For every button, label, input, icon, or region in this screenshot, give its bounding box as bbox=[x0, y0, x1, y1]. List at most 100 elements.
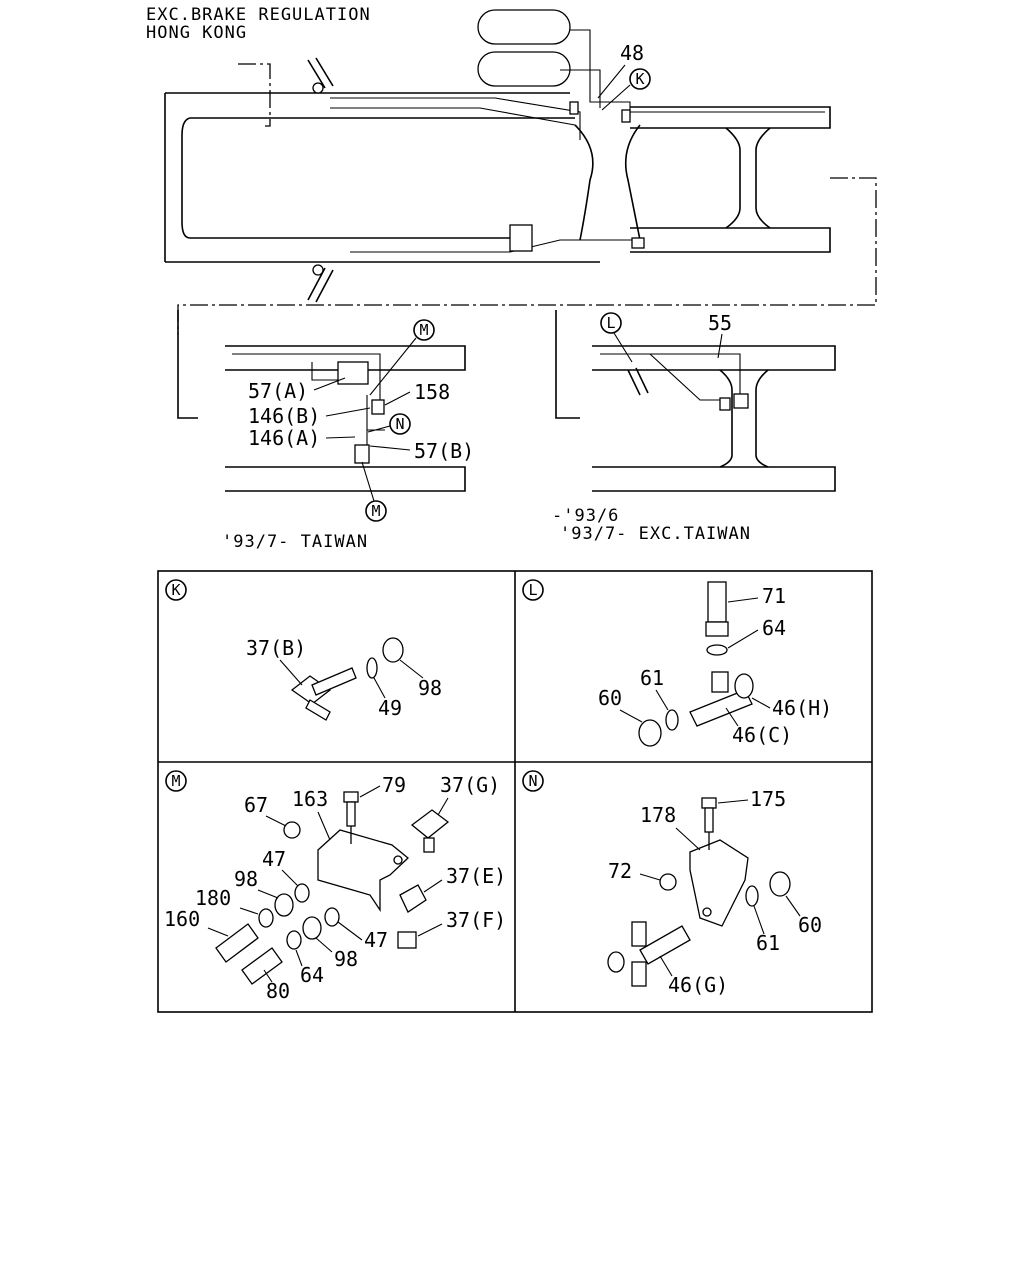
caption-exc-line1: -'93/6 bbox=[552, 506, 619, 526]
header-line2: HONG KONG bbox=[146, 23, 247, 43]
callout-m-79: 79 bbox=[382, 773, 406, 797]
leader-m-64 bbox=[295, 949, 303, 967]
ref-circle-m-top bbox=[413, 319, 435, 341]
inset-taiwan: 57(A) 158 146(B) 146(A) 57(B) M N M '93/… bbox=[177, 310, 474, 552]
brake-pipe-2 bbox=[330, 107, 576, 126]
washer-61 bbox=[745, 885, 759, 907]
leader-m-bottom bbox=[361, 461, 375, 502]
callout-m-37f: 37(F) bbox=[446, 908, 506, 932]
nut-98-bottom bbox=[302, 916, 322, 940]
leader-l-60 bbox=[619, 709, 643, 723]
elbow-thread bbox=[311, 667, 357, 696]
leader-k bbox=[601, 84, 631, 111]
ref-l: L bbox=[606, 314, 615, 332]
leader-m-37e bbox=[423, 879, 443, 893]
bolt-79-shank bbox=[346, 801, 356, 827]
inset-exc-taiwan: L 55 -'93/6 '93/7- EXC.TAIWAN bbox=[552, 310, 836, 544]
callout-m-47-bottom: 47 bbox=[364, 928, 388, 952]
washer-47-bottom bbox=[324, 907, 340, 927]
callout-n-72: 72 bbox=[608, 859, 632, 883]
nut-60 bbox=[638, 719, 662, 747]
detail-m: M 79 163 67 37(G) 47 98 180 160 bbox=[164, 770, 506, 1003]
fitting-37f bbox=[397, 931, 417, 949]
washer-64 bbox=[286, 930, 302, 950]
leader-n-46g bbox=[659, 955, 673, 977]
ref-l-detail: L bbox=[528, 581, 537, 599]
fitting-37e bbox=[399, 884, 427, 913]
inset-exc-fitting bbox=[719, 397, 731, 411]
callout-l-64: 64 bbox=[762, 616, 786, 640]
nut-98 bbox=[382, 637, 404, 663]
callout-m-47-top: 47 bbox=[262, 847, 286, 871]
ref-m-top: M bbox=[419, 321, 428, 339]
inset-taiwan-bracket bbox=[177, 310, 198, 419]
inset-exc-valve bbox=[733, 393, 749, 409]
detail-n: N 175 178 72 61 60 46(G) bbox=[522, 770, 822, 997]
callout-n-46g: 46(G) bbox=[668, 973, 728, 997]
crossmember-right bbox=[624, 124, 641, 241]
ref-circle-k-detail bbox=[165, 579, 187, 601]
leader-m-79 bbox=[359, 785, 381, 798]
inset-taiwan-bracket-a bbox=[337, 361, 369, 385]
leader-m-160 bbox=[207, 927, 229, 937]
leader-l-46c bbox=[725, 707, 739, 727]
nut-60 bbox=[769, 871, 791, 897]
ref-k-detail: K bbox=[171, 581, 180, 599]
tee-46g-top bbox=[631, 921, 647, 947]
callout-n-178: 178 bbox=[640, 803, 676, 827]
callout-m-64: 64 bbox=[300, 963, 324, 987]
union-46h bbox=[734, 673, 754, 699]
bolt-175-shank bbox=[704, 807, 714, 833]
inset-exc-rail-bottom bbox=[592, 466, 836, 492]
leader-k-37b bbox=[279, 659, 303, 686]
leader-n-175 bbox=[717, 799, 749, 804]
elbow-nipple bbox=[305, 699, 331, 721]
leader-n-72 bbox=[639, 873, 661, 881]
ref-circle-m-bottom bbox=[365, 500, 387, 522]
leader-n-61 bbox=[753, 905, 765, 935]
washer-47-top bbox=[294, 883, 310, 903]
crossmember-left bbox=[574, 124, 594, 241]
callout-k-98: 98 bbox=[418, 676, 442, 700]
chassis-overview: 48 K bbox=[164, 9, 877, 335]
tee-46g-bottom bbox=[631, 961, 647, 987]
leader-m-37g bbox=[437, 797, 449, 816]
ref-circle-k-overview bbox=[629, 68, 651, 90]
leader-m-163 bbox=[317, 811, 331, 841]
detail-grid bbox=[157, 570, 873, 1013]
rear-crossmember bbox=[725, 127, 771, 229]
callout-n-175: 175 bbox=[750, 787, 786, 811]
callout-l-60: 60 bbox=[598, 686, 622, 710]
leader-55 bbox=[717, 333, 723, 359]
callout-l-46c: 46(C) bbox=[732, 723, 792, 747]
leader-n-178 bbox=[675, 827, 701, 851]
callout-55: 55 bbox=[708, 311, 732, 335]
bolt-80 bbox=[241, 947, 283, 985]
fitting-37g bbox=[410, 809, 450, 839]
ref-circle-l-detail bbox=[522, 579, 544, 601]
caption-exc-line2: '93/7- EXC.TAIWAN bbox=[560, 524, 751, 544]
leader-n-60 bbox=[785, 895, 801, 917]
frame-rail-rear-top bbox=[630, 106, 831, 129]
callout-m-163: 163 bbox=[292, 787, 328, 811]
inset-exc-rail-top bbox=[592, 345, 836, 371]
leader-m-47-top bbox=[281, 869, 299, 887]
inset-taiwan-pipes bbox=[232, 353, 381, 405]
header-line1: EXC.BRAKE REGULATION bbox=[146, 5, 371, 25]
callout-n-61: 61 bbox=[756, 931, 780, 955]
tee-46g-body bbox=[639, 925, 691, 965]
bolt-71-head bbox=[705, 621, 729, 637]
fitting-lower bbox=[631, 237, 645, 249]
brake-pipe-3 bbox=[570, 29, 631, 118]
bracket-hole bbox=[393, 855, 403, 865]
bolt-175-head bbox=[701, 797, 717, 809]
washer-180 bbox=[258, 908, 274, 928]
chain-line-top-left bbox=[238, 63, 271, 127]
bracket-178-hole bbox=[702, 907, 712, 917]
leader-m-80 bbox=[263, 969, 273, 983]
leader-m-98-top bbox=[257, 889, 279, 899]
valve-lower bbox=[509, 224, 533, 252]
callout-m-98-bottom: 98 bbox=[334, 947, 358, 971]
callout-146a: 146(A) bbox=[248, 426, 320, 450]
